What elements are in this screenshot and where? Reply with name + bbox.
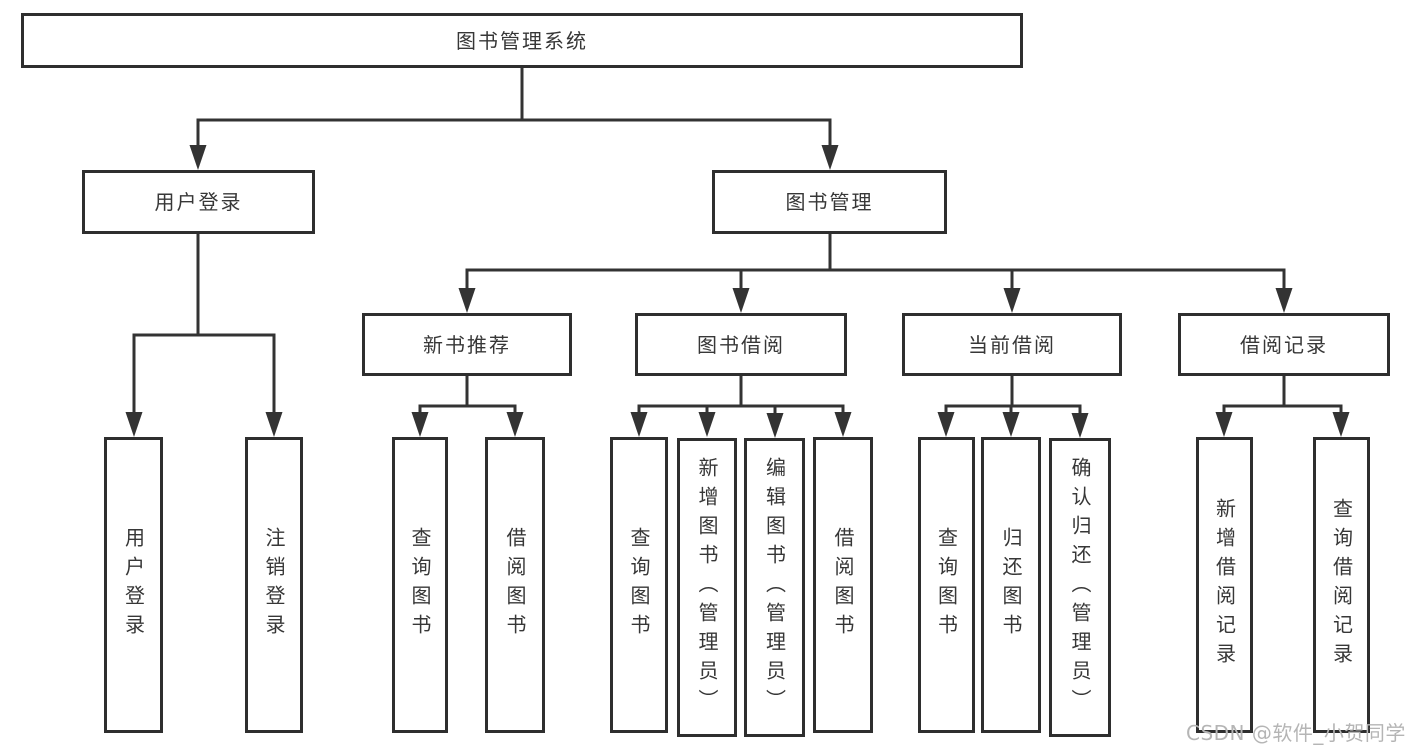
leaf-label: 查询图书 — [408, 527, 432, 643]
node-label: 图书管理 — [785, 190, 874, 214]
arrowhead-down-icon — [1002, 412, 1020, 437]
leaf-add-books-admin: 新增图书（管理员） — [677, 438, 737, 737]
node-new-book-recommend: 新书推荐 — [362, 313, 572, 376]
leaf-label: 确认归还（管理员） — [1068, 457, 1092, 718]
arrowhead-down-icon — [1275, 288, 1293, 313]
leaf-confirm-return-admin: 确认归还（管理员） — [1049, 438, 1111, 737]
leaf-label: 注销登录 — [262, 527, 286, 643]
node-borrowing-records: 借阅记录 — [1178, 313, 1390, 376]
leaf-user-login: 用户登录 — [104, 437, 163, 733]
leaf-borrow-books-recommend: 借阅图书 — [485, 437, 545, 733]
arrowhead-down-icon — [766, 413, 784, 438]
arrowhead-down-icon — [1332, 412, 1350, 437]
leaf-label: 归还图书 — [999, 527, 1023, 643]
node-label: 用户登录 — [154, 190, 243, 214]
node-library-management-system: 图书管理系统 — [21, 13, 1023, 68]
leaf-add-borrow-record: 新增借阅记录 — [1196, 437, 1253, 733]
node-label: 图书管理系统 — [456, 28, 588, 53]
node-label: 当前借阅 — [968, 332, 1056, 357]
arrowhead-down-icon — [265, 412, 283, 437]
leaf-label: 编辑图书（管理员） — [762, 457, 787, 718]
arrowhead-down-icon — [1071, 413, 1089, 438]
arrowhead-down-icon — [1003, 288, 1021, 313]
arrowhead-down-icon — [834, 412, 852, 437]
leaf-label: 查询借阅记录 — [1329, 498, 1354, 672]
arrowhead-down-icon — [698, 412, 716, 437]
leaf-label: 借阅图书 — [831, 527, 855, 643]
leaf-label: 查询图书 — [934, 527, 959, 643]
node-book-management: 图书管理 — [712, 170, 947, 234]
leaf-return-books: 归还图书 — [981, 437, 1041, 733]
leaf-label: 新增借阅记录 — [1212, 498, 1237, 672]
leaf-logout: 注销登录 — [245, 437, 303, 733]
arrowhead-down-icon — [630, 412, 648, 437]
leaf-query-books-borrow: 查询图书 — [610, 437, 668, 733]
leaf-query-books-current: 查询图书 — [918, 437, 975, 733]
node-user-login: 用户登录 — [82, 170, 315, 234]
arrowhead-down-icon — [1215, 412, 1233, 437]
leaf-label: 新增图书（管理员） — [695, 457, 719, 718]
leaf-label: 用户登录 — [121, 527, 146, 643]
leaf-query-books-recommend: 查询图书 — [392, 437, 448, 733]
leaf-query-borrow-record: 查询借阅记录 — [1313, 437, 1370, 733]
node-label: 新书推荐 — [423, 332, 511, 357]
arrowhead-down-icon — [458, 288, 476, 313]
node-label: 借阅记录 — [1240, 332, 1328, 357]
leaf-borrow-books: 借阅图书 — [813, 437, 873, 733]
arrowhead-down-icon — [506, 412, 524, 437]
arrowhead-down-icon — [125, 412, 143, 437]
arrowhead-down-icon — [411, 412, 429, 437]
leaf-label: 查询图书 — [627, 527, 651, 643]
arrowhead-down-icon — [189, 145, 207, 170]
arrowhead-down-icon — [937, 412, 955, 437]
node-book-borrowing: 图书借阅 — [635, 313, 847, 376]
arrowhead-down-icon — [732, 288, 750, 313]
leaf-label: 借阅图书 — [503, 527, 527, 643]
arrowhead-down-icon — [821, 145, 839, 170]
leaf-edit-books-admin: 编辑图书（管理员） — [744, 438, 805, 737]
watermark: CSDN @软件_小贺同学 — [1186, 721, 1405, 745]
node-label: 图书借阅 — [697, 332, 785, 357]
node-current-borrowing: 当前借阅 — [902, 313, 1122, 376]
